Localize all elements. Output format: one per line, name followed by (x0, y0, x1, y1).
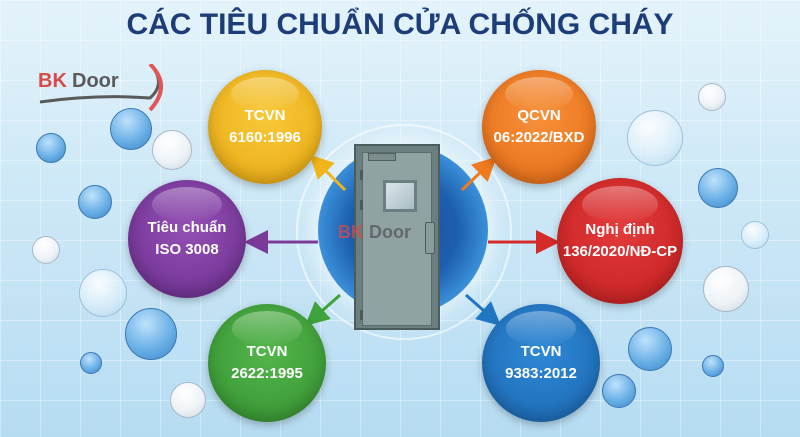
door-hinge (360, 310, 363, 320)
node-line1: TCVN (246, 343, 288, 360)
door-hinge (360, 170, 363, 180)
bubble-decoration (702, 355, 724, 377)
bubble-decoration (36, 133, 66, 163)
node-line2: 9383:2012 (505, 365, 577, 382)
watermark: BK Door (338, 222, 412, 242)
brand-logo: BK Door (38, 64, 168, 124)
bubble-decoration (628, 327, 672, 371)
bubble-decoration (79, 269, 127, 317)
logo-text-door: Door (72, 70, 119, 92)
logo-swoosh-icon (39, 64, 163, 112)
door-hinge (360, 200, 363, 210)
standard-node-tcvn-6160: TCVN 6160:1996 (208, 70, 322, 184)
arrow-to-tcvn-9383 (465, 293, 501, 326)
bubble-decoration (80, 352, 102, 374)
bubble-decoration (698, 168, 738, 208)
node-line1: Tiêu chuẩn (147, 219, 227, 236)
bubble-decoration (152, 130, 192, 170)
bubble-decoration (698, 83, 726, 111)
standard-node-nd-136: Nghị định 136/2020/NĐ-CP (557, 178, 683, 304)
bubble-decoration (125, 308, 177, 360)
hub-ring (296, 124, 512, 340)
bubble-decoration (627, 110, 683, 166)
bubble-decoration (703, 266, 749, 312)
node-line1: TCVN (520, 343, 562, 360)
node-line2: ISO 3008 (155, 241, 219, 258)
standard-node-tcvn-2622: TCVN 2622:1995 (208, 304, 326, 422)
door-handle (425, 222, 435, 254)
node-line2: 2622:1995 (231, 365, 303, 382)
bubble-decoration (32, 236, 60, 264)
arrow-to-tcvn-2622 (305, 293, 341, 326)
bubble-decoration (602, 374, 636, 408)
bubble-decoration (78, 185, 112, 219)
arrow-to-qcvn-06 (460, 156, 497, 192)
door-window (383, 180, 417, 212)
bubble-decoration (110, 108, 152, 150)
node-line1: Nghị định (585, 221, 655, 238)
node-line1: TCVN (244, 107, 286, 124)
bubble-decoration (741, 221, 769, 249)
node-line2: 06:2022/BXD (493, 129, 585, 146)
bubble-decoration (170, 382, 206, 418)
standard-node-iso-3008: Tiêu chuẩn ISO 3008 (128, 180, 246, 298)
node-line1: QCVN (517, 107, 561, 124)
door-closer (368, 153, 396, 161)
standard-node-tcvn-9383: TCVN 9383:2012 (482, 304, 600, 422)
standard-node-qcvn-06: QCVN 06:2022/BXD (482, 70, 596, 184)
logo-text-bk: BK (38, 70, 67, 92)
node-line2: 6160:1996 (229, 129, 301, 146)
node-line2: 136/2020/NĐ-CP (562, 243, 678, 260)
page-title: CÁC TIÊU CHUẨN CỬA CHỐNG CHÁY (126, 8, 674, 41)
arrow-to-tcvn-6160 (309, 154, 347, 192)
